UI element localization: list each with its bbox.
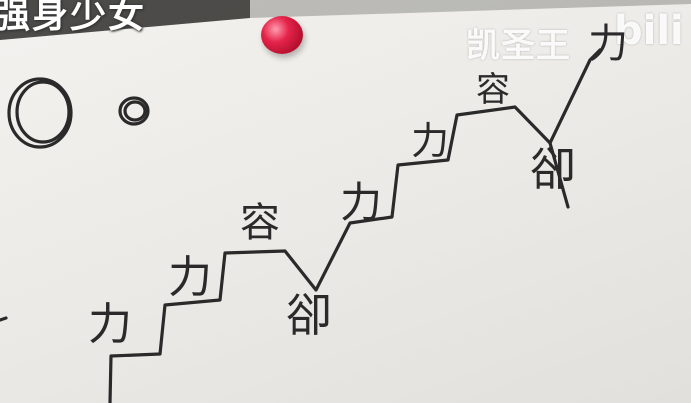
word-rong-1: 容 (240, 200, 280, 246)
red-magnet (261, 16, 303, 54)
word-li-2: 力 (168, 252, 212, 303)
large-circle-drawing (7, 77, 73, 149)
word-rong-2: 容 (476, 70, 510, 110)
board-frame-shadow (0, 0, 691, 40)
bilibili-logo-icon: bili (614, 8, 684, 54)
dip-tail-line (548, 141, 570, 209)
word-que-2: 卻 (530, 142, 576, 196)
word-li-4: 力 (411, 119, 450, 163)
staircase-line (108, 48, 602, 403)
channel-watermark: 凯圣王 (466, 26, 571, 66)
edge-tick-mark (0, 316, 8, 322)
word-li-5: 力 (588, 21, 628, 67)
large-circle-drawing-inner (15, 80, 71, 144)
video-caption: 强身少女 (0, 0, 147, 36)
word-li-3: 力 (340, 178, 383, 227)
small-circle-drawing (118, 96, 150, 126)
word-li-1: 力 (88, 299, 132, 350)
word-que-1: 卻 (286, 288, 332, 342)
board-top-edge (0, 0, 691, 40)
small-circle-drawing-inner (123, 100, 147, 122)
